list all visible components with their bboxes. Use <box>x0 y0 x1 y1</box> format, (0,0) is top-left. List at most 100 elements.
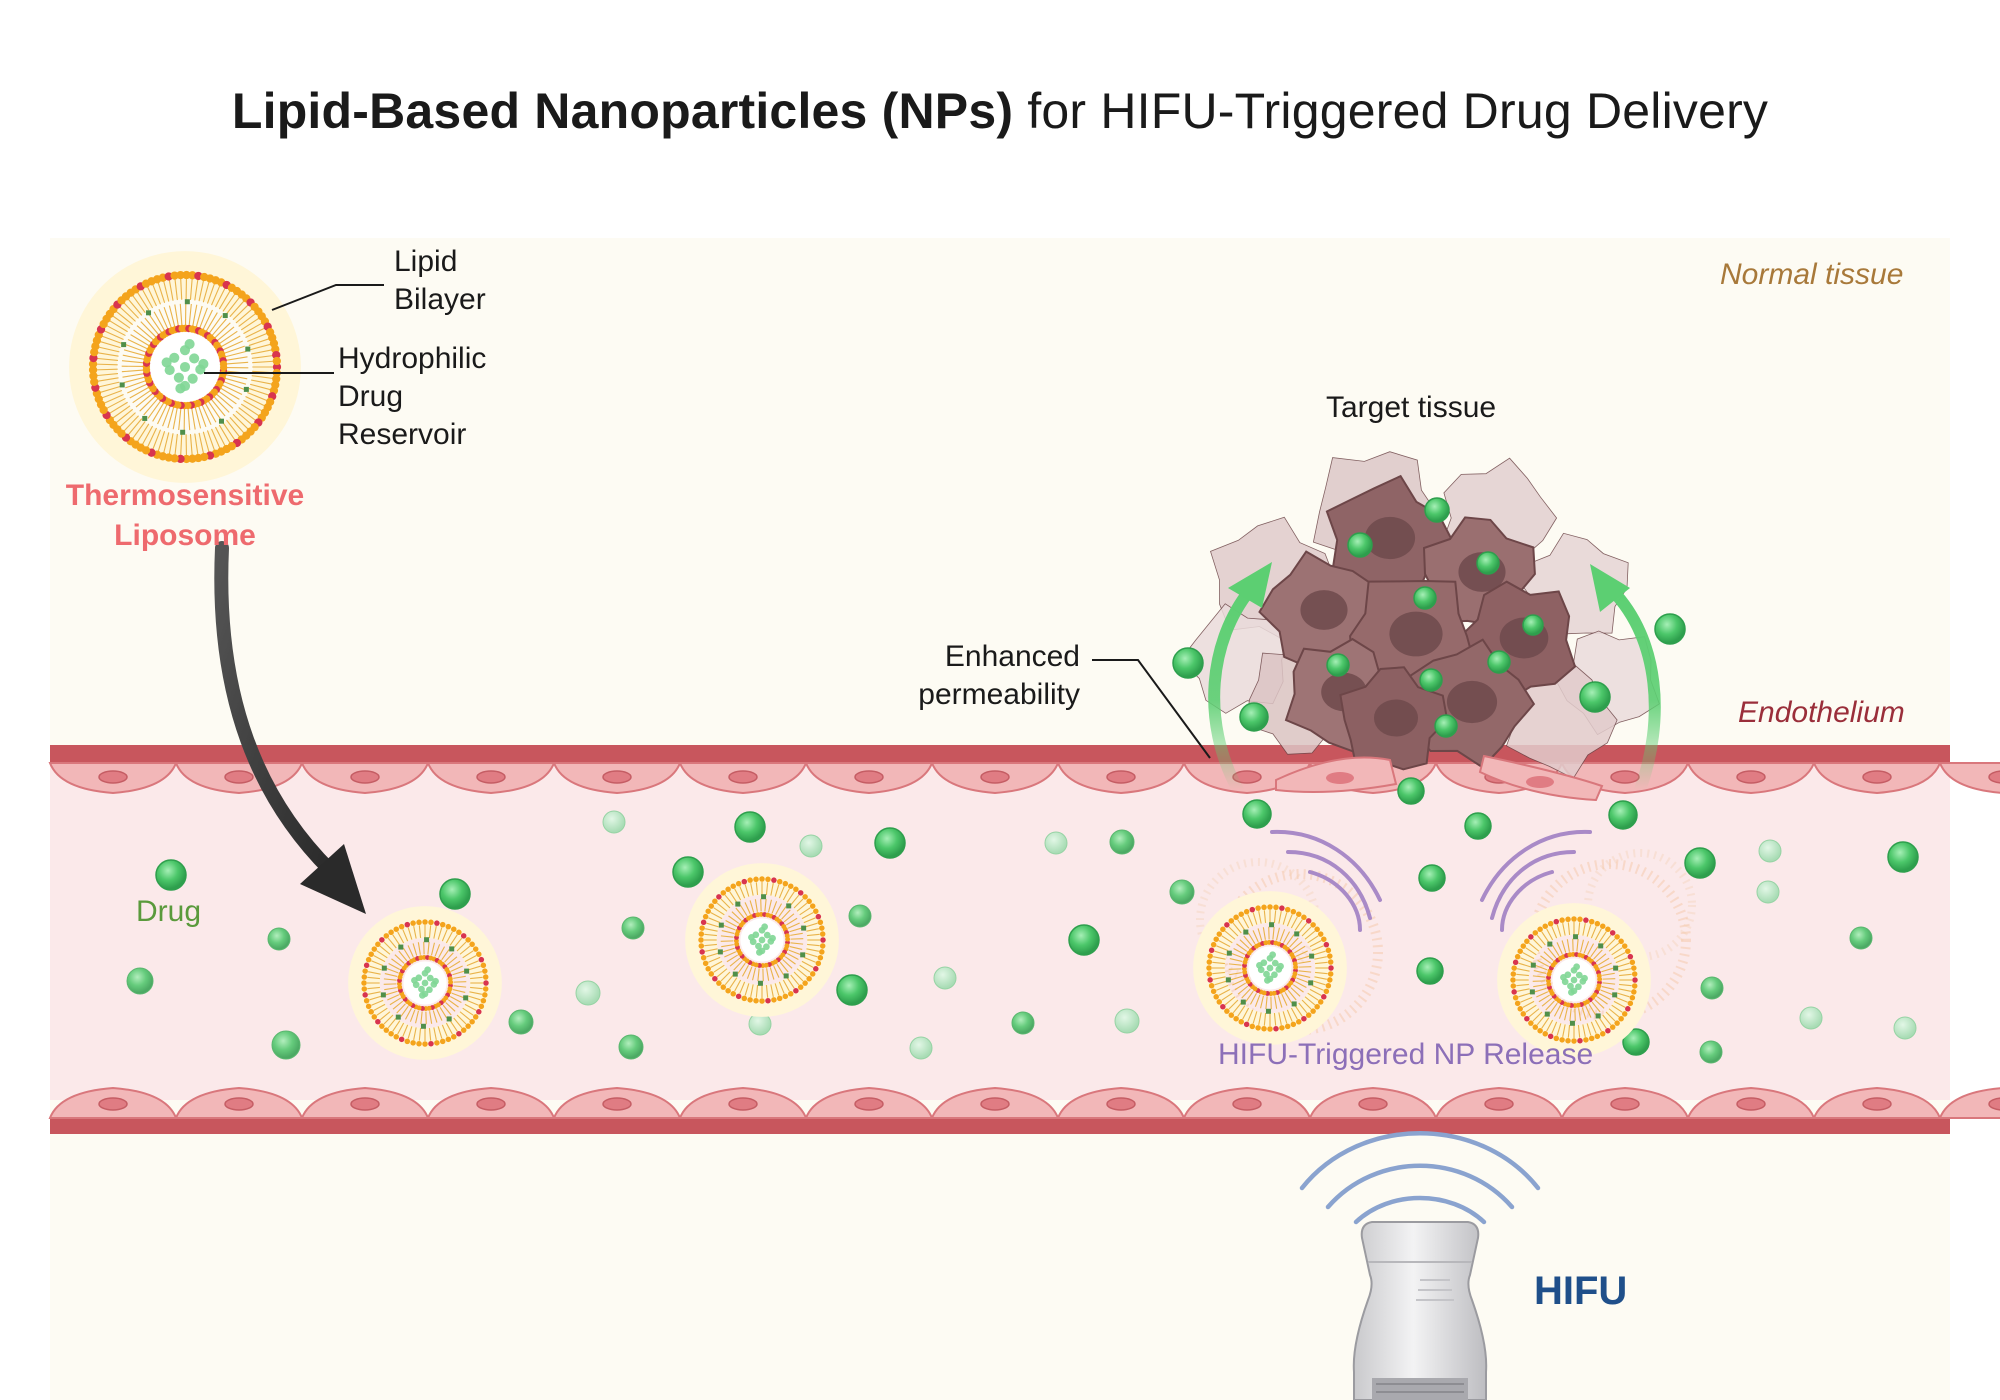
endothelial-cell-icon <box>930 1086 1060 1119</box>
endothelial-cell-icon <box>1182 1086 1312 1119</box>
enhanced-permeability-line-2: permeability <box>918 678 1080 711</box>
drug-particle-icon <box>1799 1006 1823 1030</box>
liposome-label-line-1: Thermosensitive <box>65 479 305 512</box>
drug-particle-icon <box>1011 1011 1035 1035</box>
endothelial-cell-icon <box>1938 762 2000 794</box>
drug-particle-icon <box>1169 879 1195 905</box>
drug-particle-icon <box>1347 532 1373 558</box>
drug-particle-icon <box>1242 799 1272 829</box>
endothelial-cell-icon <box>678 1086 808 1119</box>
endothelial-cell-icon <box>1056 762 1186 795</box>
endothelial-cell-icon <box>1434 1086 1564 1119</box>
endothelial-cell-icon <box>426 762 556 795</box>
drug-particle-icon <box>1044 831 1068 855</box>
endothelial-cell-icon <box>1812 762 1942 795</box>
endothelial-cell-icon <box>678 762 808 795</box>
liposome-icon <box>685 863 839 1017</box>
drug-particle-icon <box>1326 653 1350 677</box>
drug-particle-icon <box>909 1036 933 1060</box>
liposome-icon <box>1193 891 1347 1045</box>
drug-particle-icon <box>1756 880 1780 904</box>
normal-tissue-label: Normal tissue <box>1720 258 1904 291</box>
liposome-icon <box>69 251 301 483</box>
hifu-label: HIFU <box>1534 1269 1628 1313</box>
tumor-cell <box>1339 666 1449 771</box>
endothelial-cell-icon <box>804 762 934 795</box>
endothelium-bottom-row <box>48 1086 2000 1119</box>
liposome-icon <box>1497 903 1651 1057</box>
drug-particle-icon <box>1464 812 1492 840</box>
drug-particle-icon <box>1608 800 1638 830</box>
drug-particle-icon <box>1522 614 1544 636</box>
drug-particle-icon <box>1887 841 1919 873</box>
endothelial-cell-icon <box>1056 1086 1186 1119</box>
extravasation-arrowhead-right <box>1590 564 1630 612</box>
lifted-endothelial-nucleus <box>1326 772 1354 784</box>
title-regular: for HIFU-Triggered Drug Delivery <box>1027 83 1769 139</box>
drug-particle-icon <box>799 834 823 858</box>
enhanced-permeability-line-1: Enhanced <box>944 640 1080 673</box>
endothelial-cell-icon <box>300 762 430 795</box>
endothelial-cell-icon <box>426 1086 556 1119</box>
endothelial-cell-icon <box>1560 1086 1690 1119</box>
drug-particle-icon <box>1758 839 1782 863</box>
delivery-arrow <box>214 541 366 914</box>
drug-particles <box>126 497 1919 1064</box>
endothelial-cell-icon <box>1812 1086 1942 1119</box>
drug-particle-icon <box>439 878 471 910</box>
drug-particle-icon <box>1893 1016 1917 1040</box>
lifted-endothelial-nucleus <box>1526 776 1554 788</box>
drug-particle-icon <box>1114 1008 1140 1034</box>
drug-particle-icon <box>508 1009 534 1035</box>
drug-particle-icon <box>271 1030 301 1060</box>
drug-particle-icon <box>1476 551 1500 575</box>
endothelial-cell-icon <box>1686 1086 1816 1119</box>
lipid-bilayer-line-2: Bilayer <box>394 283 486 316</box>
drug-particle-icon <box>1416 957 1444 985</box>
endothelial-cell-icon <box>552 762 682 795</box>
drug-particle-icon <box>848 904 872 928</box>
endothelium-label: Endothelium <box>1738 696 1905 729</box>
hifu-transducer-icon <box>1352 1221 1488 1400</box>
drug-particle-icon <box>1849 926 1873 950</box>
target-tissue-label: Target tissue <box>1326 391 1497 424</box>
drug-reservoir-line-3: Reservoir <box>338 418 467 451</box>
drug-particle-icon <box>1699 1040 1723 1064</box>
endothelial-cell-icon <box>552 1086 682 1119</box>
hifu-release-waves <box>1270 829 1592 932</box>
drug-particle-icon <box>602 810 626 834</box>
drug-particle-icon <box>1419 668 1443 692</box>
drug-particle-icon <box>874 827 906 859</box>
drug-particle-icon <box>1239 702 1269 732</box>
drug-particle-icon <box>155 859 187 891</box>
drug-particle-icon <box>1579 681 1611 713</box>
tumor-cell <box>1325 474 1454 604</box>
extravasation-arrowhead-left <box>1228 562 1272 608</box>
tumor-cell <box>1258 550 1376 668</box>
enhanced-permeability-label: Enhanced permeability <box>880 638 1080 714</box>
drug-particle-icon <box>1424 497 1450 523</box>
endothelial-cell-icon <box>804 1086 934 1119</box>
hifu-release-label: HIFU-Triggered NP Release <box>1218 1038 1594 1071</box>
liposomes <box>69 251 1696 1060</box>
liposome-label-line-2: Liposome <box>114 519 256 552</box>
extravasation-arrow-left <box>1208 584 1256 796</box>
drug-particle-icon <box>734 811 766 843</box>
drug-particle-icon <box>1487 650 1511 674</box>
drug-particle-icon <box>836 974 868 1006</box>
liposome-halo <box>1584 849 1696 961</box>
lipid-bilayer-line-1: Lipid <box>394 245 458 278</box>
endothelial-cell-icon <box>1686 762 1816 795</box>
ultrasound-wave-icon <box>1299 1131 1541 1225</box>
drug-particle-icon <box>267 927 291 951</box>
drug-particle-icon <box>1684 847 1716 879</box>
drug-particle-icon <box>1622 1028 1650 1056</box>
drug-particle-icon <box>126 967 154 995</box>
drug-particle-icon <box>1068 924 1100 956</box>
drug-label: Drug <box>136 895 202 928</box>
drug-particle-icon <box>575 980 601 1006</box>
vessel-wall-bottom <box>50 1118 1950 1134</box>
endothelial-cell-icon <box>48 1086 178 1119</box>
drug-particle-icon <box>933 966 957 990</box>
liposome-icon <box>348 906 502 1060</box>
